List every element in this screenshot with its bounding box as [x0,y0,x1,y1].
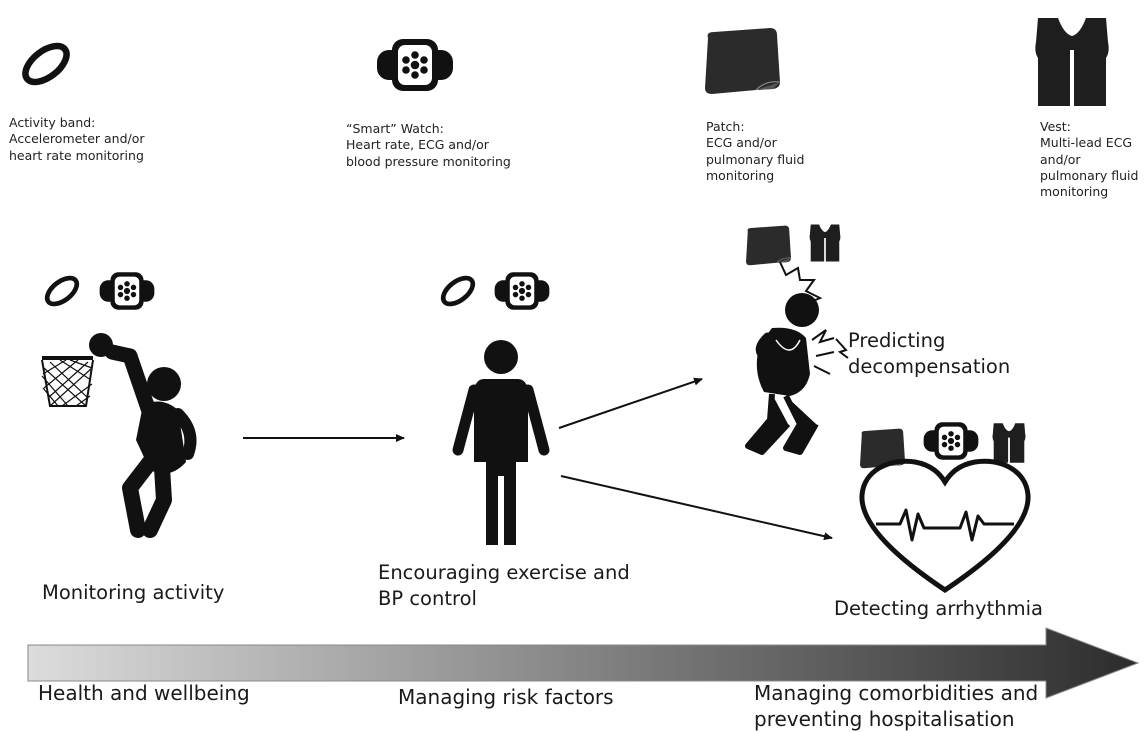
timeline-stage-risk: Managing risk factors [398,685,614,709]
device-caption-band: Activity band: Accelerometer and/or hear… [9,115,145,163]
band-icon [19,39,73,89]
scene-label-activity: Monitoring activity [42,581,225,604]
timeline-stage-health: Health and wellbeing [38,681,250,705]
device-caption-watch: “Smart” Watch: Heart rate, ECG and/or bl… [346,121,511,169]
flow-arrow [558,377,703,429]
watch-icon [377,39,453,91]
basketball-player-icon [42,272,197,538]
chest-pain-person-icon [745,224,849,455]
device-caption-vest: Vest: Multi-lead ECG and/or pulmonary fl… [1040,119,1139,199]
patch-icon [704,27,781,95]
flow-arrow [560,475,833,541]
scene-label-exercise: Encouraging exercise and BP control [378,561,630,610]
scene-label-arrhythmia: Detecting arrhythmia [834,597,1043,620]
device-caption-patch: Patch: ECG and/or pulmonary fluid monito… [706,119,805,183]
standing-person-icon [439,272,550,545]
vest-icon [1034,17,1110,107]
scene-label-decompensation: Predicting decompensation [848,329,1011,378]
heart-ecg-icon [859,422,1031,594]
timeline-arrow [27,627,1140,699]
timeline-stage-comorbidities: Managing comorbidities and preventing ho… [754,681,1039,731]
